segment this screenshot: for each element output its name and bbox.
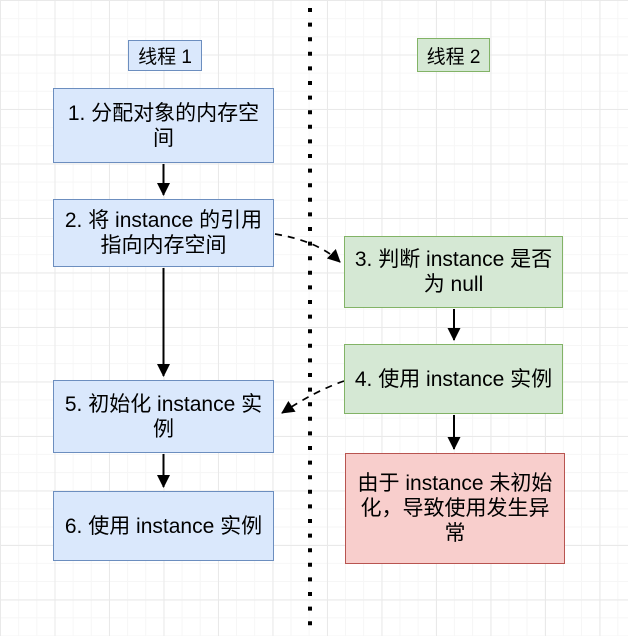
lane-label-thread2: 线程 2 [417, 38, 490, 72]
node-step1-allocate-memory: 1. 分配对象的内存空 间 [53, 88, 274, 163]
lane-label-thread1: 线程 1 [128, 40, 202, 71]
node-step4-use-instance: 4. 使用 instance 实例 [344, 344, 563, 414]
edge-step4-step5-dashed [281, 380, 345, 414]
node-step3-check-null: 3. 判断 instance 是否 为 null [344, 236, 563, 308]
edge-step2-step3-dashed [274, 233, 341, 263]
node-step2-point-reference: 2. 将 instance 的引用 指向内存空间 [53, 199, 274, 267]
node-step5-initialize-instance: 5. 初始化 instance 实 例 [53, 380, 274, 453]
node-step6-use-instance: 6. 使用 instance 实例 [53, 491, 274, 561]
node-error-uninitialized-exception: 由于 instance 未初始 化，导致使用发生异 常 [345, 453, 565, 564]
